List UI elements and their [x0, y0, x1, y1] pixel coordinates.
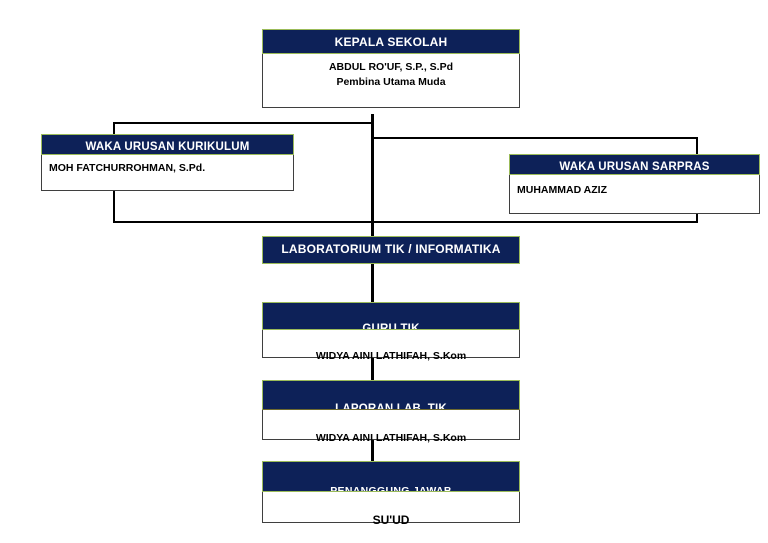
connector-laporan-to-pj: [371, 440, 374, 461]
connector-v-to-sarpras: [696, 137, 698, 156]
node-waka-kurikulum-name: MOH FATCHURROHMAN, S.Pd.: [49, 162, 206, 174]
node-kepala-sekolah-title: KEPALA SEKOLAH: [262, 29, 520, 54]
node-laboratorium-tik-title: LABORATORIUM TIK / INFORMATIKA: [262, 236, 520, 264]
connector-h-to-kurikulum: [113, 122, 372, 124]
node-waka-sarpras-title: WAKA URUSAN SARPRAS: [509, 154, 760, 175]
node-waka-kurikulum-title: WAKA URUSAN KURIKULUM: [41, 134, 294, 155]
node-laboratorium-tik[interactable]: LABORATORIUM TIK / INFORMATIKA: [262, 236, 520, 264]
node-guru-tik[interactable]: GURU TIK WIDYA AINI LATHIFAH, S.Kom: [262, 302, 520, 362]
node-guru-tik-body: WIDYA AINI LATHIFAH, S.Kom: [262, 330, 520, 362]
node-guru-tik-name: WIDYA AINI LATHIFAH, S.Kom: [315, 350, 467, 362]
connector-v-kurikulum-down: [113, 190, 115, 223]
node-kepala-sekolah-rank: Pembina Utama Muda: [336, 76, 446, 88]
node-penanggung-jawab[interactable]: PENANGGUNG JAWAB SU'UD: [262, 461, 520, 527]
node-waka-kurikulum-body: MOH FATCHURROHMAN, S.Pd.: [41, 155, 294, 191]
connector-guru-to-laporan: [371, 358, 374, 380]
node-laporan-lab-tik-name: WIDYA AINI LATHIFAH, S.Kom: [315, 432, 467, 444]
connector-h-to-sarpras: [373, 137, 698, 139]
connector-lab-to-guru: [371, 264, 374, 302]
node-waka-sarpras-name: MUHAMMAD AZIZ: [517, 184, 608, 196]
node-penanggung-jawab-title: PENANGGUNG JAWAB: [262, 461, 520, 492]
node-guru-tik-title: GURU TIK: [262, 302, 520, 330]
connector-h-kurikulum-to-trunk: [113, 221, 373, 223]
node-laporan-lab-tik-body: WIDYA AINI LATHIFAH, S.Kom: [262, 410, 520, 444]
node-kepala-sekolah-body: ABDUL RO'UF, S.P., S.Pd Pembina Utama Mu…: [262, 54, 520, 108]
node-penanggung-jawab-body: SU'UD: [262, 492, 520, 527]
connector-v-to-kurikulum: [113, 122, 115, 136]
connector-kepala-to-lab: [371, 114, 374, 238]
node-kepala-sekolah[interactable]: KEPALA SEKOLAH ABDUL RO'UF, S.P., S.Pd P…: [262, 29, 520, 108]
node-laporan-lab-tik[interactable]: LAPORAN LAB. TIK WIDYA AINI LATHIFAH, S.…: [262, 380, 520, 444]
node-laporan-lab-tik-title: LAPORAN LAB. TIK: [262, 380, 520, 410]
node-waka-sarpras-body: MUHAMMAD AZIZ: [509, 175, 760, 214]
connector-h-sarpras-to-trunk: [372, 221, 697, 223]
node-penanggung-jawab-name: SU'UD: [372, 513, 410, 527]
node-waka-kurikulum[interactable]: WAKA URUSAN KURIKULUM MOH FATCHURROHMAN,…: [41, 134, 294, 191]
node-kepala-sekolah-name: ABDUL RO'UF, S.P., S.Pd: [328, 61, 454, 73]
node-waka-sarpras[interactable]: WAKA URUSAN SARPRAS MUHAMMAD AZIZ: [509, 154, 760, 214]
